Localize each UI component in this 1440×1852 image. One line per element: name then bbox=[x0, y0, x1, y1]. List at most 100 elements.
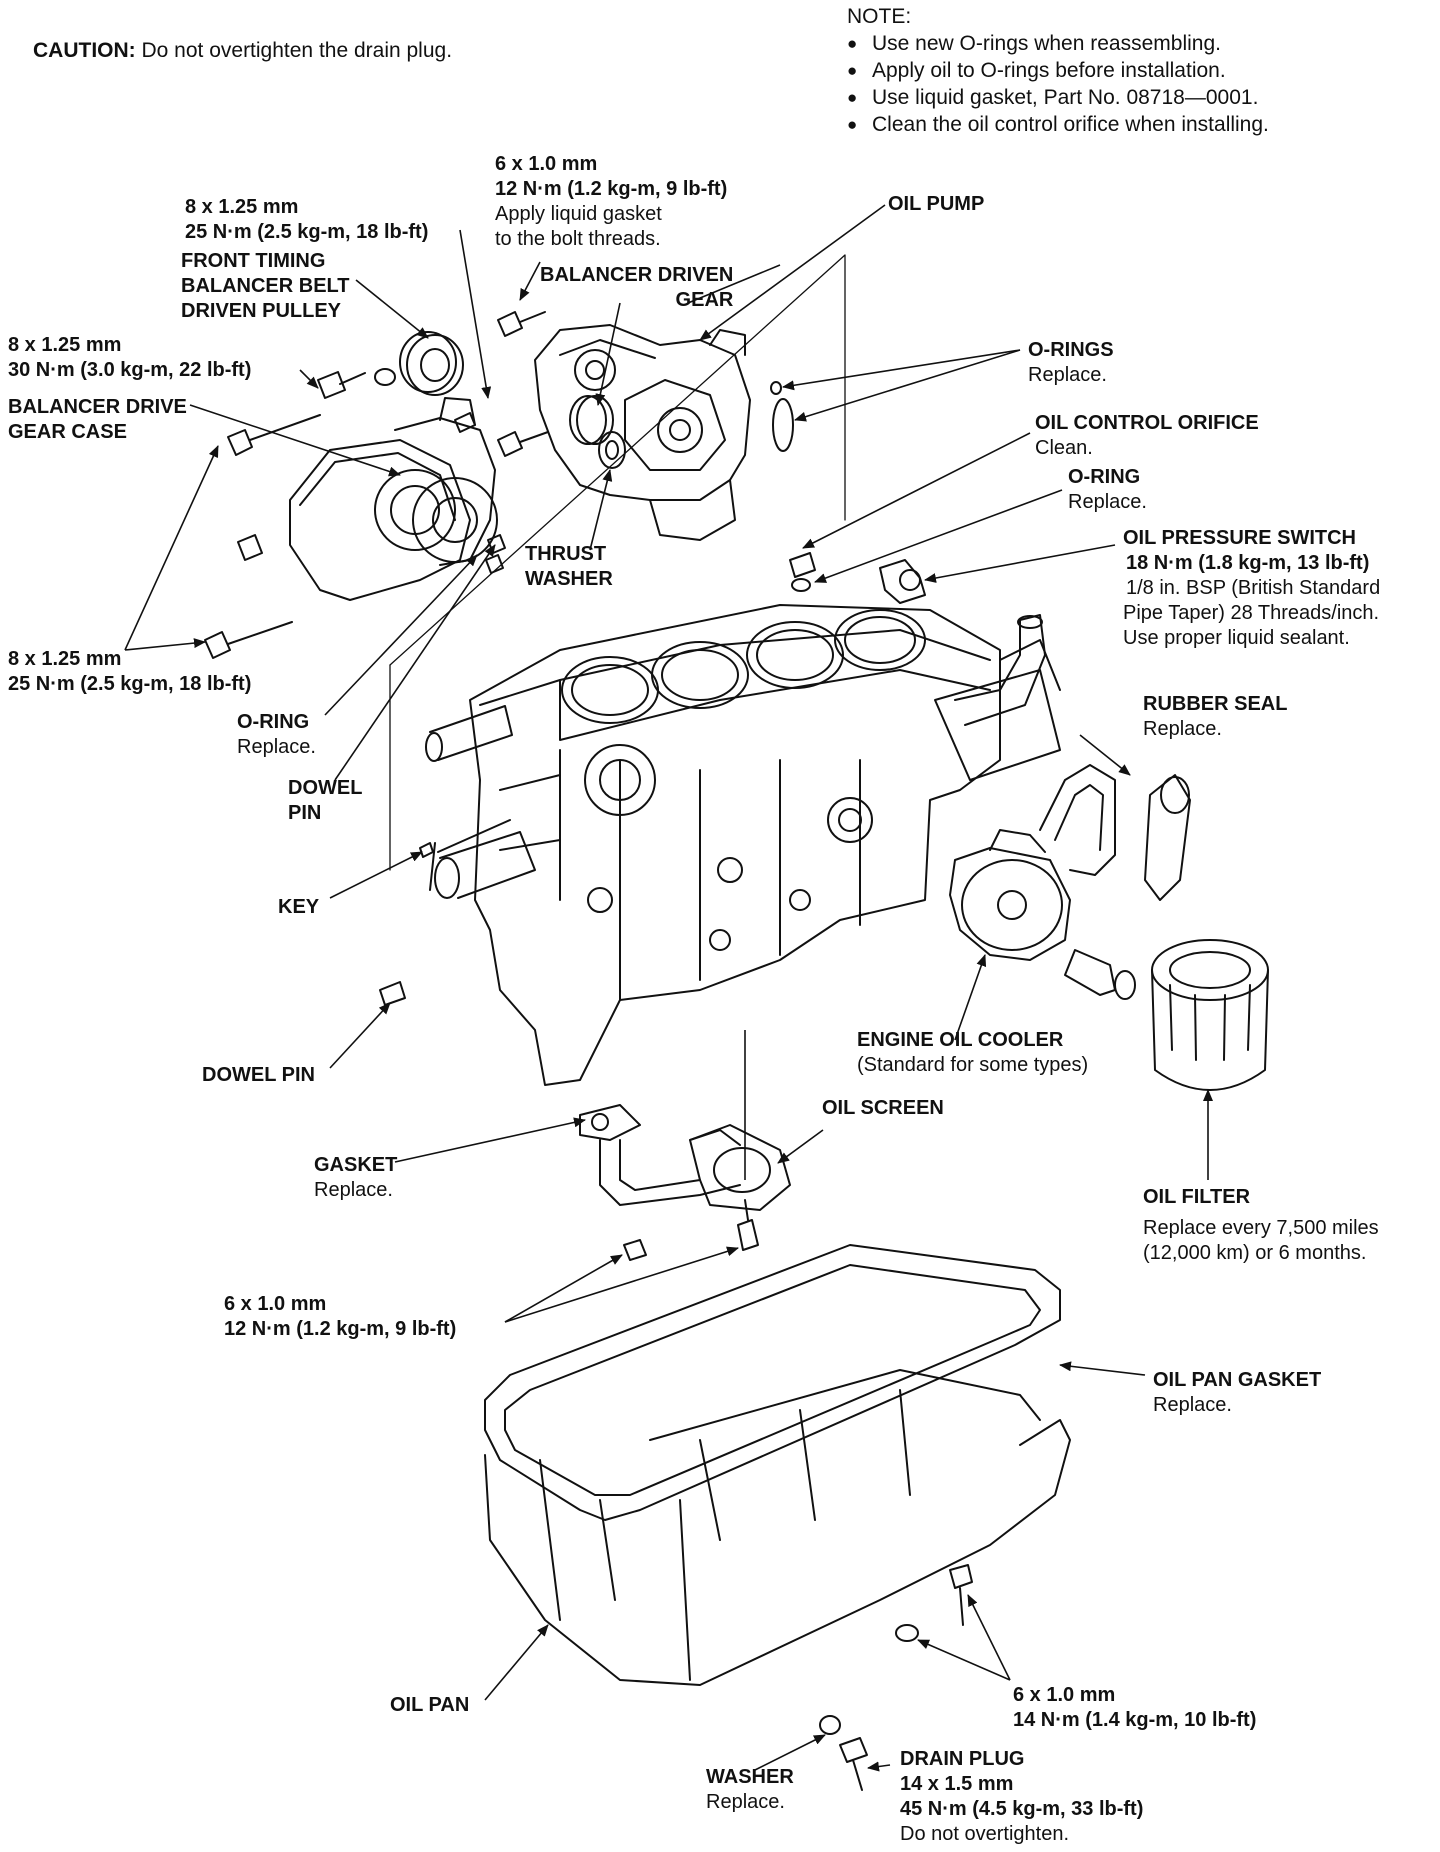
cooler-bolt bbox=[1064, 949, 1136, 1000]
leader-oil-pump bbox=[699, 204, 886, 341]
orifice-name: OIL CONTROL ORIFICE bbox=[1035, 412, 1259, 434]
screen-bolts bbox=[623, 1199, 759, 1261]
washer-note: Replace. bbox=[706, 1791, 785, 1813]
leader-oil-pan bbox=[484, 1624, 549, 1701]
pressure-switch bbox=[879, 559, 926, 604]
note-heading: NOTE: bbox=[847, 5, 912, 28]
leader-case-bolts-2 bbox=[124, 638, 206, 651]
leader-pressure-switch bbox=[924, 544, 1116, 583]
pan-bolts-callout: 6 x 1.0 mm 14 N·m (1.4 kg-m, 10 lb-ft) bbox=[1013, 1683, 1256, 1733]
leader-o-ring-right bbox=[814, 489, 1063, 583]
case-bolts-callout: 8 x 1.25 mm 25 N·m (2.5 kg-m, 18 lb-ft) bbox=[8, 647, 251, 697]
oil-screen bbox=[579, 1104, 791, 1211]
oil-cooler-label: ENGINE OIL COOLER (Standard for some typ… bbox=[857, 1028, 1088, 1078]
pressure-switch-torque: 18 N·m (1.8 kg-m, 13 lb-ft) bbox=[1126, 552, 1370, 574]
leader-screen-bolts-1 bbox=[504, 1254, 623, 1323]
gear-case-bolt-callout: 8 x 1.25 mm 30 N·m (3.0 kg-m, 22 lb-ft) bbox=[8, 333, 251, 383]
o-rings bbox=[770, 381, 794, 452]
pulley-bolt-spec: 8 x 1.25 mm bbox=[185, 196, 299, 218]
leader-dowel-pin-lower bbox=[329, 1002, 391, 1069]
drain-plug-name: DRAIN PLUG bbox=[900, 1748, 1025, 1770]
orifice-o-ring bbox=[789, 552, 816, 592]
leader-gasket bbox=[394, 1117, 586, 1163]
oil-screen-label: OIL SCREEN bbox=[822, 1097, 944, 1119]
note-block: NOTE: Use new O-rings when reassembling.… bbox=[847, 3, 1269, 138]
pump-bolts bbox=[497, 311, 549, 457]
oil-cooler bbox=[949, 829, 1071, 961]
o-ring-right-label: O-RING Replace. bbox=[1068, 465, 1147, 515]
leader-front-pulley bbox=[355, 279, 429, 339]
pan-bolts bbox=[895, 1564, 973, 1642]
front-pulley-label: FRONT TIMING BALANCER BELT DRIVEN PULLEY bbox=[181, 249, 350, 324]
pressure-switch-note2: Pipe Taper) 28 Threads/inch. bbox=[1123, 602, 1380, 624]
leader-drain-plug bbox=[867, 1761, 891, 1772]
gear-case-bolt-torque: 30 N·m (3.0 kg-m, 22 lb-ft) bbox=[8, 359, 252, 381]
engine-block bbox=[469, 604, 1061, 1086]
pressure-switch-callout: OIL PRESSURE SWITCH 18 N·m (1.8 kg-m, 13… bbox=[1123, 526, 1380, 651]
leader-pan-bolts-2 bbox=[967, 1594, 1011, 1681]
thrust-washer-line1: THRUST bbox=[525, 543, 607, 565]
pump-bolt-spec: 6 x 1.0 mm bbox=[495, 153, 598, 175]
o-ring-right-name: O-RING bbox=[1068, 466, 1141, 488]
washer-name: WASHER bbox=[706, 1766, 794, 1788]
pan-bolts-torque: 14 N·m (1.4 kg-m, 10 lb-ft) bbox=[1013, 1709, 1257, 1731]
leader-gear-case-bolt bbox=[299, 369, 319, 389]
dowel-pin-upper-line2: PIN bbox=[288, 802, 322, 824]
leader-driven-gear bbox=[595, 302, 621, 406]
leader-case-bolts-1 bbox=[124, 445, 219, 651]
oil-pan bbox=[484, 1369, 1071, 1686]
driven-gear-line1: BALANCER DRIVEN bbox=[540, 264, 734, 286]
leader-o-rings-2 bbox=[794, 349, 1021, 422]
dowel-pin-upper-line1: DOWEL bbox=[288, 777, 363, 799]
o-ring-left-note: Replace. bbox=[237, 736, 316, 758]
gasket-name: GASKET bbox=[314, 1154, 398, 1176]
oil-filter-label: OIL FILTER Replace every 7,500 miles (12… bbox=[1143, 1185, 1379, 1266]
leader-driven-gear-2 bbox=[687, 264, 781, 304]
screen-bolts-torque: 12 N·m (1.2 kg-m, 9 lb-ft) bbox=[224, 1318, 457, 1340]
leader-drive-gear-case bbox=[189, 404, 401, 477]
drain-plug bbox=[819, 1715, 868, 1791]
caution-note: CAUTION: Do not overtighten the drain pl… bbox=[33, 38, 452, 63]
leader-screen-bolts-2 bbox=[504, 1246, 739, 1323]
pressure-switch-note3: Use proper liquid sealant. bbox=[1123, 627, 1350, 649]
oil-pump-label: OIL PUMP bbox=[888, 193, 985, 215]
rubber-seal-label: RUBBER SEAL Replace. bbox=[1143, 692, 1287, 742]
balancer-drive-gear-case bbox=[289, 439, 471, 601]
pan-gasket-note: Replace. bbox=[1153, 1394, 1232, 1416]
case-bolts-torque: 25 N·m (2.5 kg-m, 18 lb-ft) bbox=[8, 673, 252, 695]
front-pulley-line1: FRONT TIMING bbox=[181, 250, 326, 272]
note-list: Use new O-rings when reassembling. Apply… bbox=[847, 30, 1269, 138]
pressure-switch-name: OIL PRESSURE SWITCH bbox=[1123, 527, 1356, 549]
leader-pulley-bolt bbox=[459, 229, 492, 399]
leader-washer bbox=[754, 1734, 826, 1771]
leader-orifice bbox=[802, 432, 1031, 549]
leader-rubber-seal bbox=[1079, 734, 1131, 776]
rubber-seal-pipe bbox=[1144, 774, 1191, 901]
leader-oil-screen bbox=[777, 1129, 824, 1164]
leader-oil-cooler bbox=[954, 954, 987, 1041]
o-rings-label: O-RINGS Replace. bbox=[1028, 338, 1114, 388]
driven-gear-label: BALANCER DRIVEN GEAR bbox=[540, 263, 733, 313]
pulley-bolt bbox=[317, 368, 396, 399]
balancer-belt-pulley bbox=[399, 331, 464, 396]
key-and-dowel bbox=[379, 842, 434, 1006]
gasket-note: Replace. bbox=[314, 1179, 393, 1201]
oil-cooler-name: ENGINE OIL COOLER bbox=[857, 1029, 1064, 1051]
note-item: Use liquid gasket, Part No. 08718—0001. bbox=[847, 84, 1269, 111]
leader-key bbox=[329, 851, 423, 899]
caution-text: Do not overtighten the drain plug. bbox=[141, 39, 453, 62]
o-ring-left-label: O-RING Replace. bbox=[237, 710, 316, 760]
drain-plug-note: Do not overtighten. bbox=[900, 1823, 1069, 1845]
pump-bolt-callout: 6 x 1.0 mm 12 N·m (1.2 kg-m, 9 lb-ft) Ap… bbox=[495, 152, 727, 252]
case-bolts-spec: 8 x 1.25 mm bbox=[8, 648, 122, 670]
thrust-washer-line2: WASHER bbox=[525, 568, 613, 590]
oil-filter-note2: (12,000 km) or 6 months. bbox=[1143, 1242, 1367, 1264]
note-item: Clean the oil control orifice when insta… bbox=[847, 111, 1269, 138]
o-rings-note: Replace. bbox=[1028, 364, 1107, 386]
key-label: KEY bbox=[278, 896, 320, 918]
pulley-bolt-torque: 25 N·m (2.5 kg-m, 18 lb-ft) bbox=[185, 221, 429, 243]
balancer-driven-gear bbox=[569, 395, 614, 445]
pump-bolt-torque: 12 N·m (1.2 kg-m, 9 lb-ft) bbox=[495, 178, 728, 200]
front-pulley-line3: DRIVEN PULLEY bbox=[181, 300, 342, 322]
